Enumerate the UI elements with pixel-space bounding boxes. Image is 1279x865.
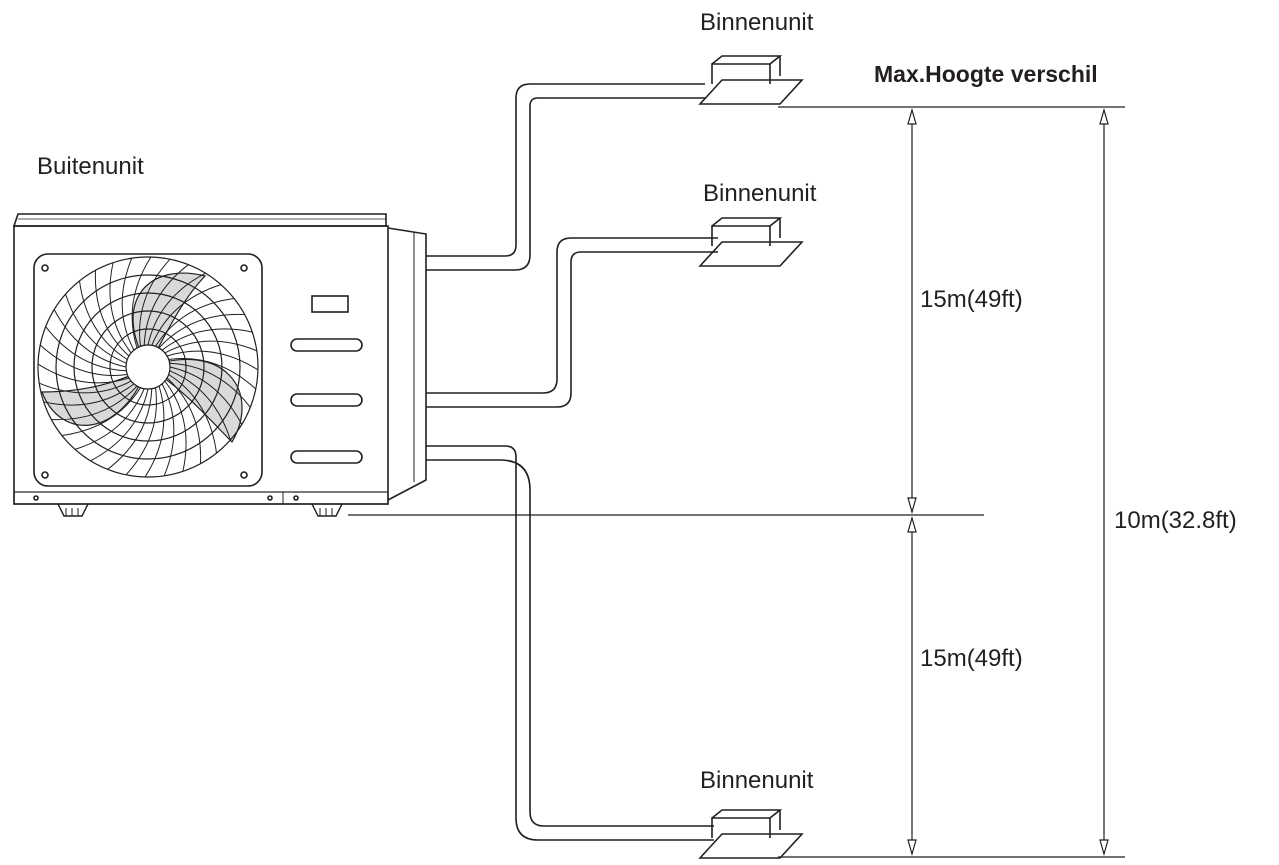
fan-grille-wire <box>45 326 127 372</box>
fan-grille-wire <box>164 340 257 354</box>
indoor-unit-icon <box>698 809 804 859</box>
indoor-unit-label-middle: Binnenunit <box>703 180 817 207</box>
fan-grille-wire <box>43 383 135 406</box>
outdoor-unit-label: Buitenunit <box>37 153 144 180</box>
fan-grille-wire <box>121 258 135 351</box>
fan-grille-wire <box>94 270 130 357</box>
indoor-unit-icon <box>698 55 804 105</box>
indoor-unit-icon <box>698 217 804 267</box>
fan-grille-wire <box>151 284 222 346</box>
outdoor-unit-icon <box>12 213 427 517</box>
fan-grille-wire <box>39 380 132 394</box>
upper-height-label: 15m(49ft) <box>920 286 1023 313</box>
fan-grille-wire <box>168 358 257 390</box>
fan-grille-wire <box>65 293 127 364</box>
reference-lines <box>348 106 1125 858</box>
fan-grille-wire <box>168 374 217 454</box>
fan-grille-wire <box>143 264 189 346</box>
outdoor-unit-panel <box>290 295 363 464</box>
fan-grille-wire <box>61 387 141 436</box>
lower-height-label: 15m(49ft) <box>920 645 1023 672</box>
indoor-unit-label-top: Binnenunit <box>700 9 814 36</box>
fan-grille-wire <box>125 387 157 476</box>
fan-grille-wire <box>166 377 202 464</box>
fan-grille-wire <box>144 385 165 478</box>
fan-grille-wire <box>155 298 235 347</box>
dimension-arrow <box>907 107 1109 857</box>
fan-grille-wire <box>53 309 127 368</box>
fan-grille-wire <box>166 350 259 371</box>
indoor-unit-label-bottom: Binnenunit <box>700 767 814 794</box>
fan-grille-wire <box>90 388 149 462</box>
fan-grille-wire <box>158 313 245 349</box>
fan-grille-wire <box>147 272 206 346</box>
max-height-title: Max.Hoogte verschil <box>874 61 1098 87</box>
fan-grille-wire <box>37 363 130 384</box>
fan-grille-wire <box>169 370 231 441</box>
fan-grille-wire <box>109 262 132 354</box>
fan-grille-wire <box>139 258 171 347</box>
fan-grille-wire <box>161 383 175 476</box>
fan-grille-wire <box>107 388 153 470</box>
fan-grille-wire <box>161 328 253 351</box>
fan-icon <box>37 256 259 478</box>
fan-grille-wire <box>39 344 128 376</box>
fan-grille-wire <box>51 385 138 421</box>
total-difference-label: 10m(32.8ft) <box>1114 507 1237 534</box>
refrigerant-pipe <box>426 83 718 841</box>
fan-grille-wire <box>164 380 187 472</box>
fan-grille-wire <box>79 280 128 360</box>
fan-grille-wire <box>74 388 145 450</box>
fan-grille-wire <box>131 256 152 349</box>
fan-grille-wire <box>169 366 243 425</box>
fan-grille-wire <box>169 362 251 408</box>
